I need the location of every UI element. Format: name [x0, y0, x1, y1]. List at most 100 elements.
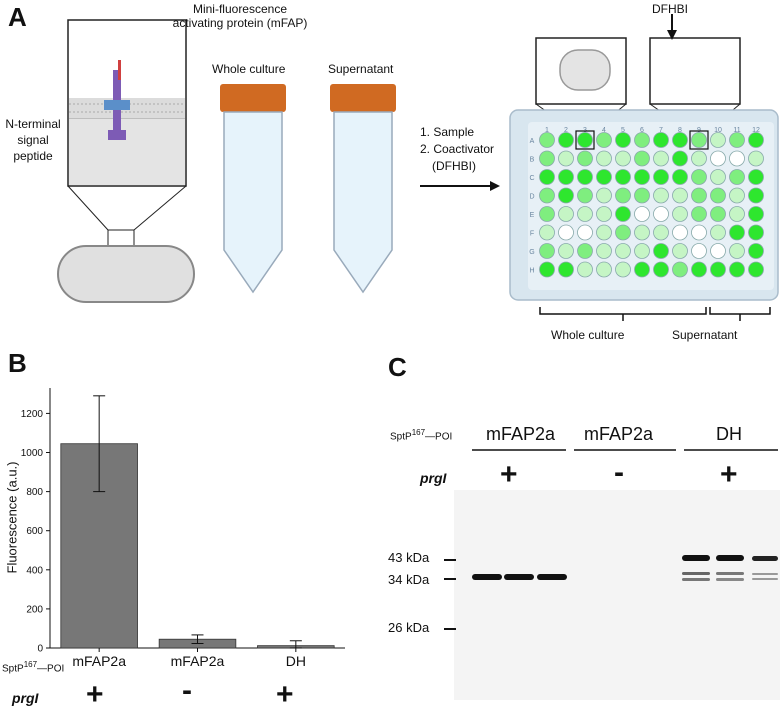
plate-row-H: H — [529, 268, 534, 275]
well-E9 — [691, 206, 707, 222]
b-prgi-label: prgI — [12, 690, 39, 706]
well-B12 — [748, 150, 764, 167]
well-D9 — [691, 187, 707, 204]
well-B9 — [691, 150, 707, 167]
well-H2 — [558, 261, 574, 278]
well-H5 — [615, 261, 631, 278]
well-B5 — [615, 150, 631, 167]
well-C1 — [539, 169, 555, 185]
plate-row-D: D — [529, 194, 534, 201]
well-A9 — [691, 132, 707, 148]
well-B3 — [577, 150, 593, 167]
well-A11 — [729, 132, 745, 148]
band-lane1-34 — [472, 574, 502, 580]
well-E10 — [710, 206, 726, 222]
well-D7 — [653, 187, 669, 204]
plate-col-7: 7 — [659, 127, 663, 134]
well-H9 — [691, 261, 707, 278]
well-H11 — [729, 261, 745, 278]
signal-line2: signal — [17, 133, 49, 147]
y-axis-label: Fluorescence (a.u.) — [4, 461, 20, 574]
band-lane7-43 — [682, 555, 710, 561]
well-H3 — [577, 261, 593, 278]
well-C6 — [634, 169, 650, 185]
well-G11 — [729, 243, 745, 259]
c-prgi-label: prgI — [420, 470, 447, 486]
y-tick-label: 1000 — [21, 448, 44, 459]
b-sptp-sup: 167 — [23, 660, 38, 669]
well-B8 — [672, 150, 688, 167]
well-C12 — [748, 169, 764, 185]
plate-row-E: E — [530, 212, 535, 219]
c-prgi-sign-1: + — [500, 458, 518, 491]
signal-line1: N-terminal — [5, 117, 61, 131]
well-G4 — [596, 243, 612, 259]
well-D6 — [634, 187, 650, 204]
well-B2 — [558, 150, 574, 167]
c-prgi-sign-3: + — [720, 458, 738, 491]
c-lane-3: DH — [716, 424, 742, 444]
well-F7 — [653, 224, 669, 241]
well-C5 — [615, 169, 631, 185]
well-A2 — [558, 132, 574, 148]
band-lane7-low2 — [682, 578, 710, 581]
step3: (DFHBI) — [432, 159, 476, 173]
well-E8 — [672, 206, 688, 222]
well-F12 — [748, 224, 764, 241]
plate-col-8: 8 — [678, 127, 682, 134]
well-F5 — [615, 224, 631, 241]
c-lane-underlines — [472, 449, 778, 451]
well-A3 — [577, 132, 593, 148]
plate-col-4: 4 — [602, 127, 606, 134]
well-F9 — [691, 224, 707, 241]
well-G6 — [634, 243, 650, 259]
band-lane8-low2 — [716, 578, 744, 581]
well-D4 — [596, 187, 612, 204]
band-lane9-43 — [752, 556, 778, 561]
supernatant-label: Supernatant — [328, 62, 394, 76]
well-A12 — [748, 132, 764, 148]
marker-26: 26 kDa — [388, 620, 430, 635]
well-H10 — [710, 261, 726, 278]
well-A1 — [539, 132, 555, 148]
well-F6 — [634, 224, 650, 241]
panel-label-c: C — [388, 352, 407, 382]
b-prgi-sign-1: + — [86, 678, 104, 711]
well-G9 — [691, 243, 707, 259]
well-F3 — [577, 224, 593, 241]
plate-col-12: 12 — [752, 127, 760, 134]
band-lane8-43 — [716, 555, 744, 561]
signal-line3: peptide — [13, 149, 53, 163]
step2: 2. Coactivator — [420, 142, 495, 156]
well-D10 — [710, 187, 726, 204]
well-C10 — [710, 169, 726, 185]
c-lane-1: mFAP2a — [486, 424, 556, 444]
well-C3 — [577, 169, 593, 185]
y-tick-label: 600 — [26, 526, 43, 537]
well-H12 — [748, 261, 764, 278]
well-H4 — [596, 261, 612, 278]
well-D12 — [748, 187, 764, 204]
well-H1 — [539, 261, 555, 278]
well-E6 — [634, 206, 650, 222]
highlight-A3 — [575, 130, 595, 150]
plate-row-A: A — [530, 138, 535, 145]
well-B1 — [539, 150, 555, 167]
band-lane2-34 — [504, 574, 534, 580]
well-B6 — [634, 150, 650, 167]
marker-43: 43 kDa — [388, 550, 430, 565]
dfhbi-label: DFHBI — [652, 2, 688, 16]
mfap-label: Mini-fluorescence activating protein (mF… — [170, 2, 310, 30]
well-E3 — [577, 206, 593, 222]
well-G1 — [539, 243, 555, 259]
well-G7 — [653, 243, 669, 259]
band-lane9-low1 — [752, 573, 778, 575]
c-sptp: SptP — [390, 431, 412, 443]
well-G8 — [672, 243, 688, 259]
whole-culture-label: Whole culture — [212, 62, 286, 76]
x-tick-label-2: mFAP2a — [171, 653, 225, 669]
well-E7 — [653, 206, 669, 222]
bracket-whole-label: Whole culture — [551, 328, 625, 342]
well-C7 — [653, 169, 669, 185]
